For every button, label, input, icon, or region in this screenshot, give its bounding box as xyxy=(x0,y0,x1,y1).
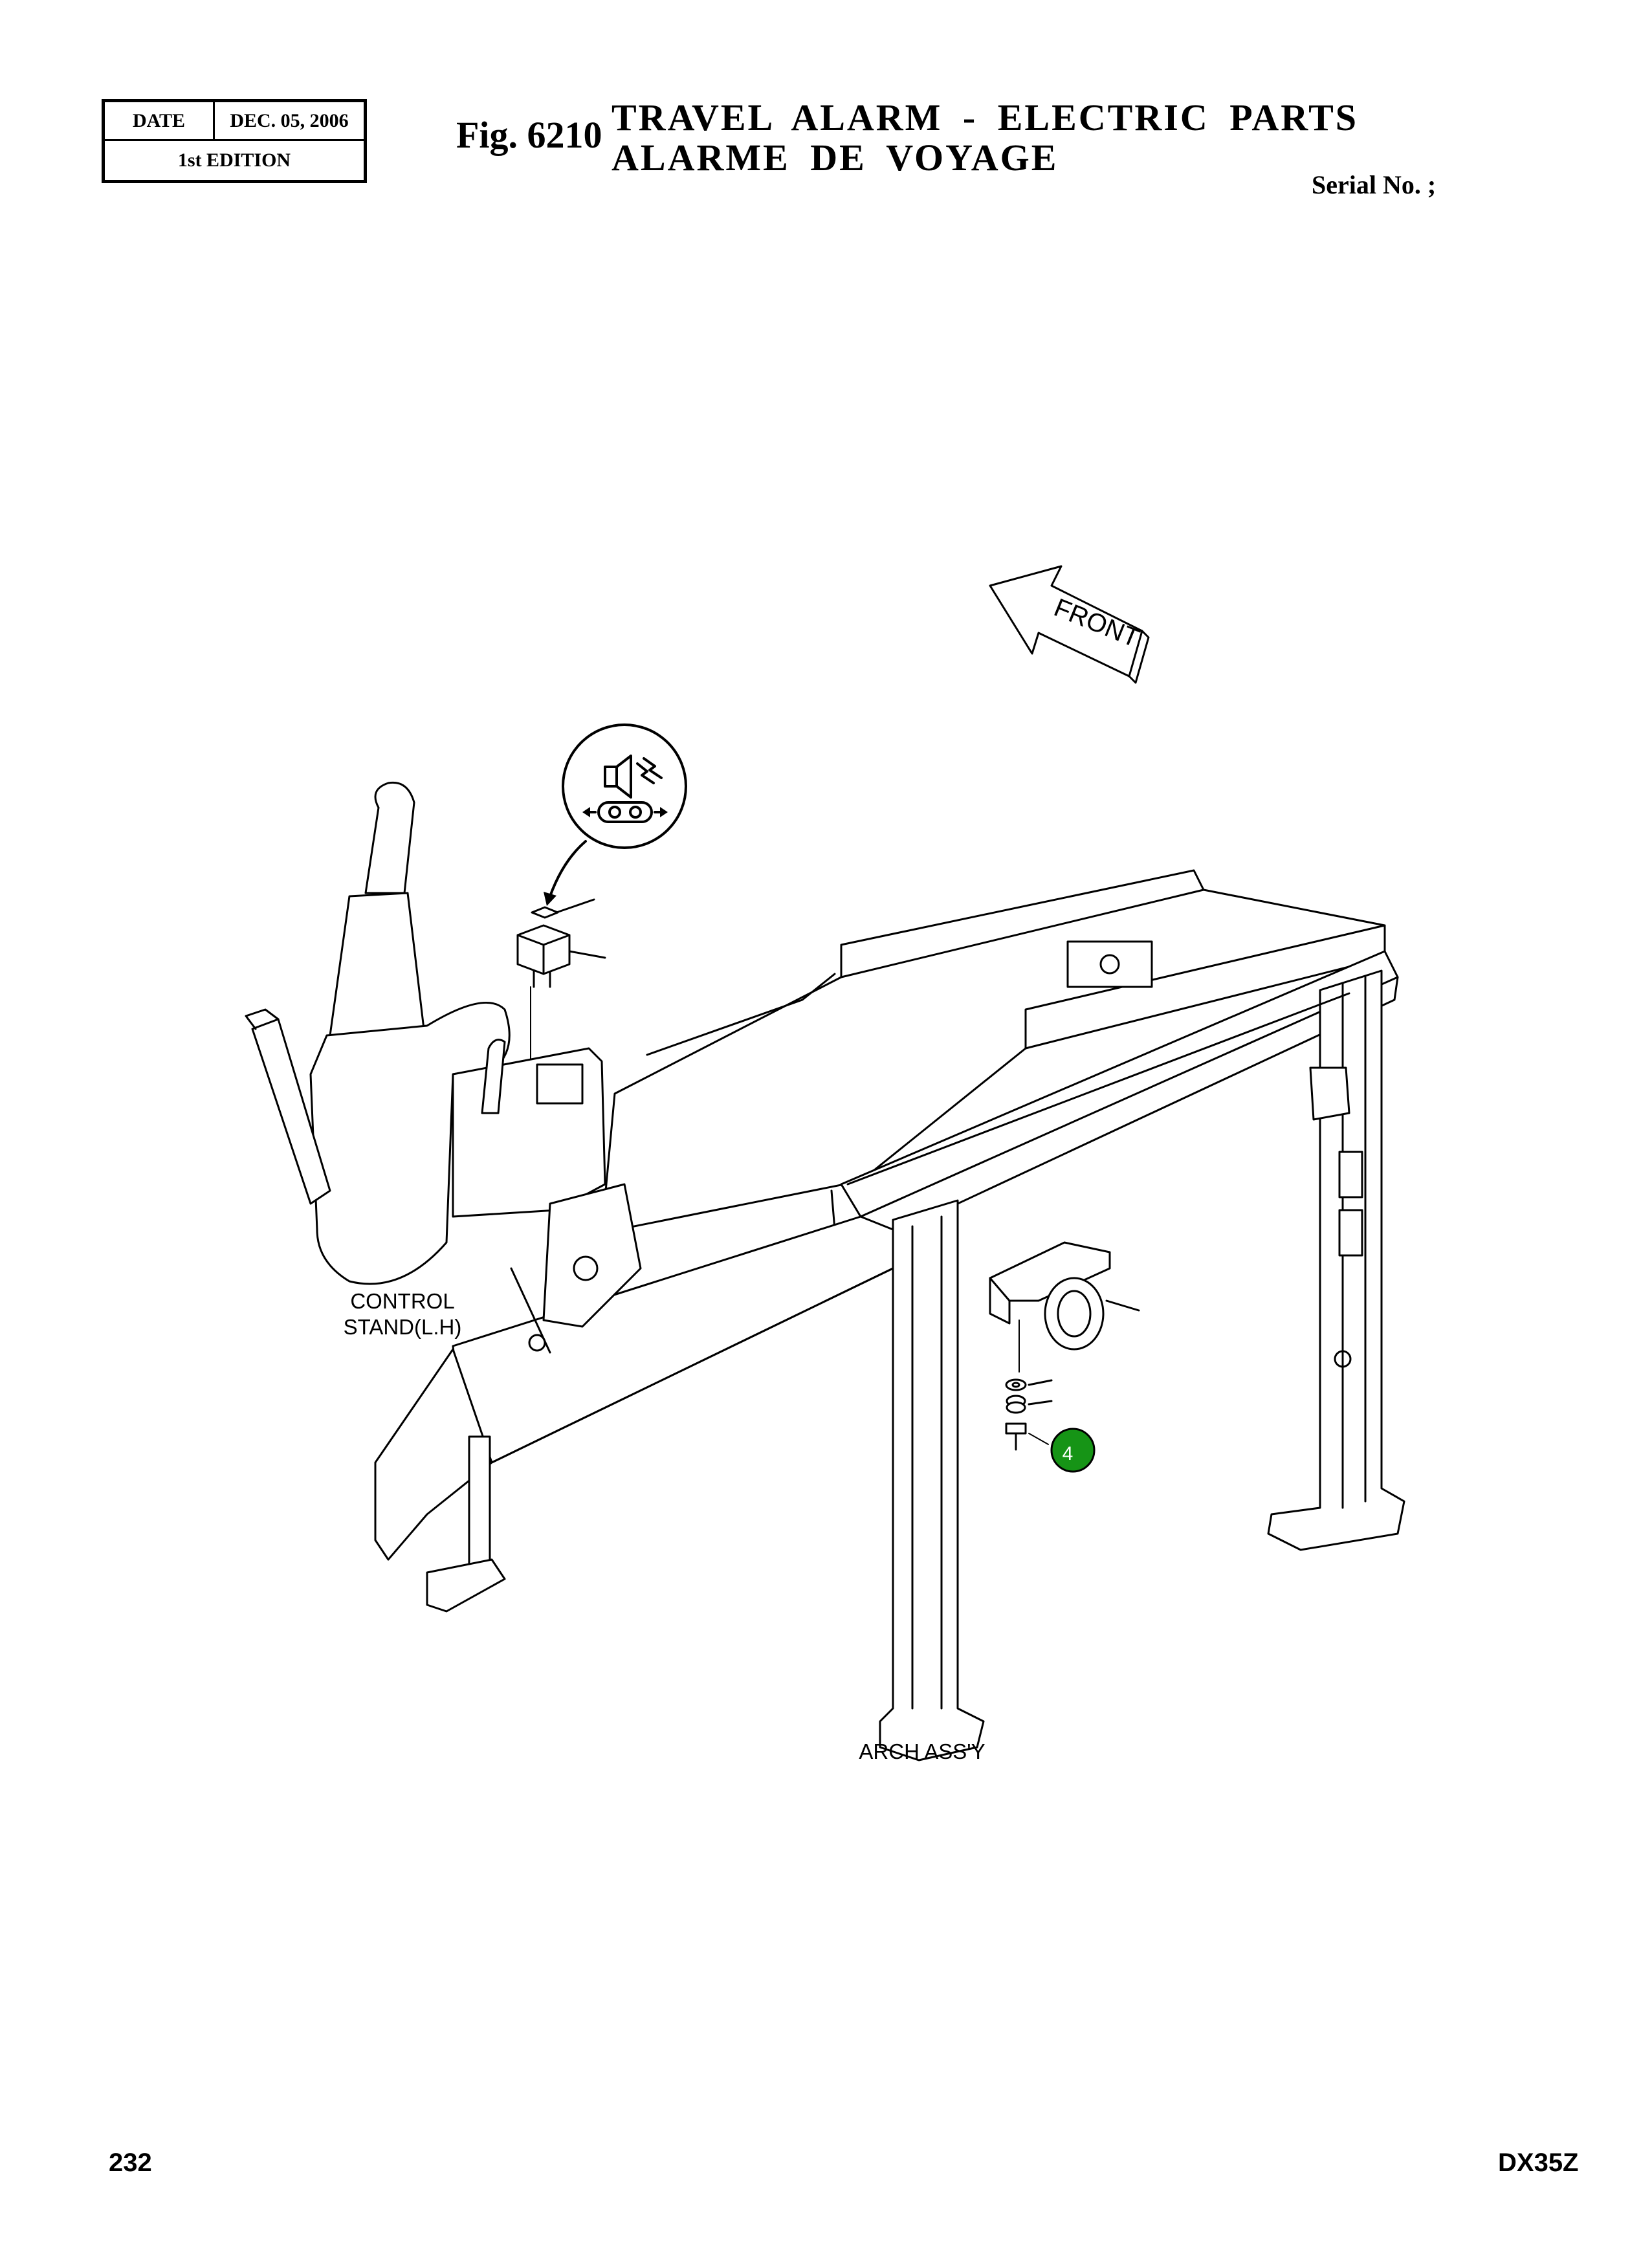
front-arrow: FRONT xyxy=(989,565,1150,684)
date-label: DATE xyxy=(105,102,215,141)
callout-circle xyxy=(1050,1428,1096,1473)
page-number: 232 xyxy=(109,2148,152,2177)
arch-assembly xyxy=(374,869,1405,1761)
control-stand-label-line2: STAND(L.H) xyxy=(344,1315,462,1339)
callout-item-4: 4 xyxy=(1050,1428,1096,1473)
arch-assembly-label: ARCH ASS'Y xyxy=(859,1739,985,1763)
page-title-french: ALARME DE VOYAGE xyxy=(611,137,1059,179)
date-value: DEC. 05, 2006 xyxy=(215,102,364,141)
page-title-english: TRAVEL ALARM - ELECTRIC PARTS xyxy=(611,96,1359,138)
travel-alarm-symbol-icon xyxy=(562,723,687,849)
travel-alarm-buzzer xyxy=(989,1241,1140,1373)
callout-number: 4 xyxy=(1063,1443,1074,1464)
control-stand-label-line1: CONTROL xyxy=(350,1289,454,1313)
control-stand xyxy=(245,781,642,1354)
model-code: DX35Z xyxy=(1498,2148,1579,2177)
serial-number-label: Serial No. ; xyxy=(1312,170,1437,199)
alarm-switch-part xyxy=(516,898,606,1072)
date-edition-box: DATE DEC. 05, 2006 1st EDITION xyxy=(102,99,367,183)
edition-label: 1st EDITION xyxy=(177,149,291,171)
hardware-washers-bolt xyxy=(1005,1378,1053,1451)
figure-number: Fig. 6210 xyxy=(456,114,602,156)
